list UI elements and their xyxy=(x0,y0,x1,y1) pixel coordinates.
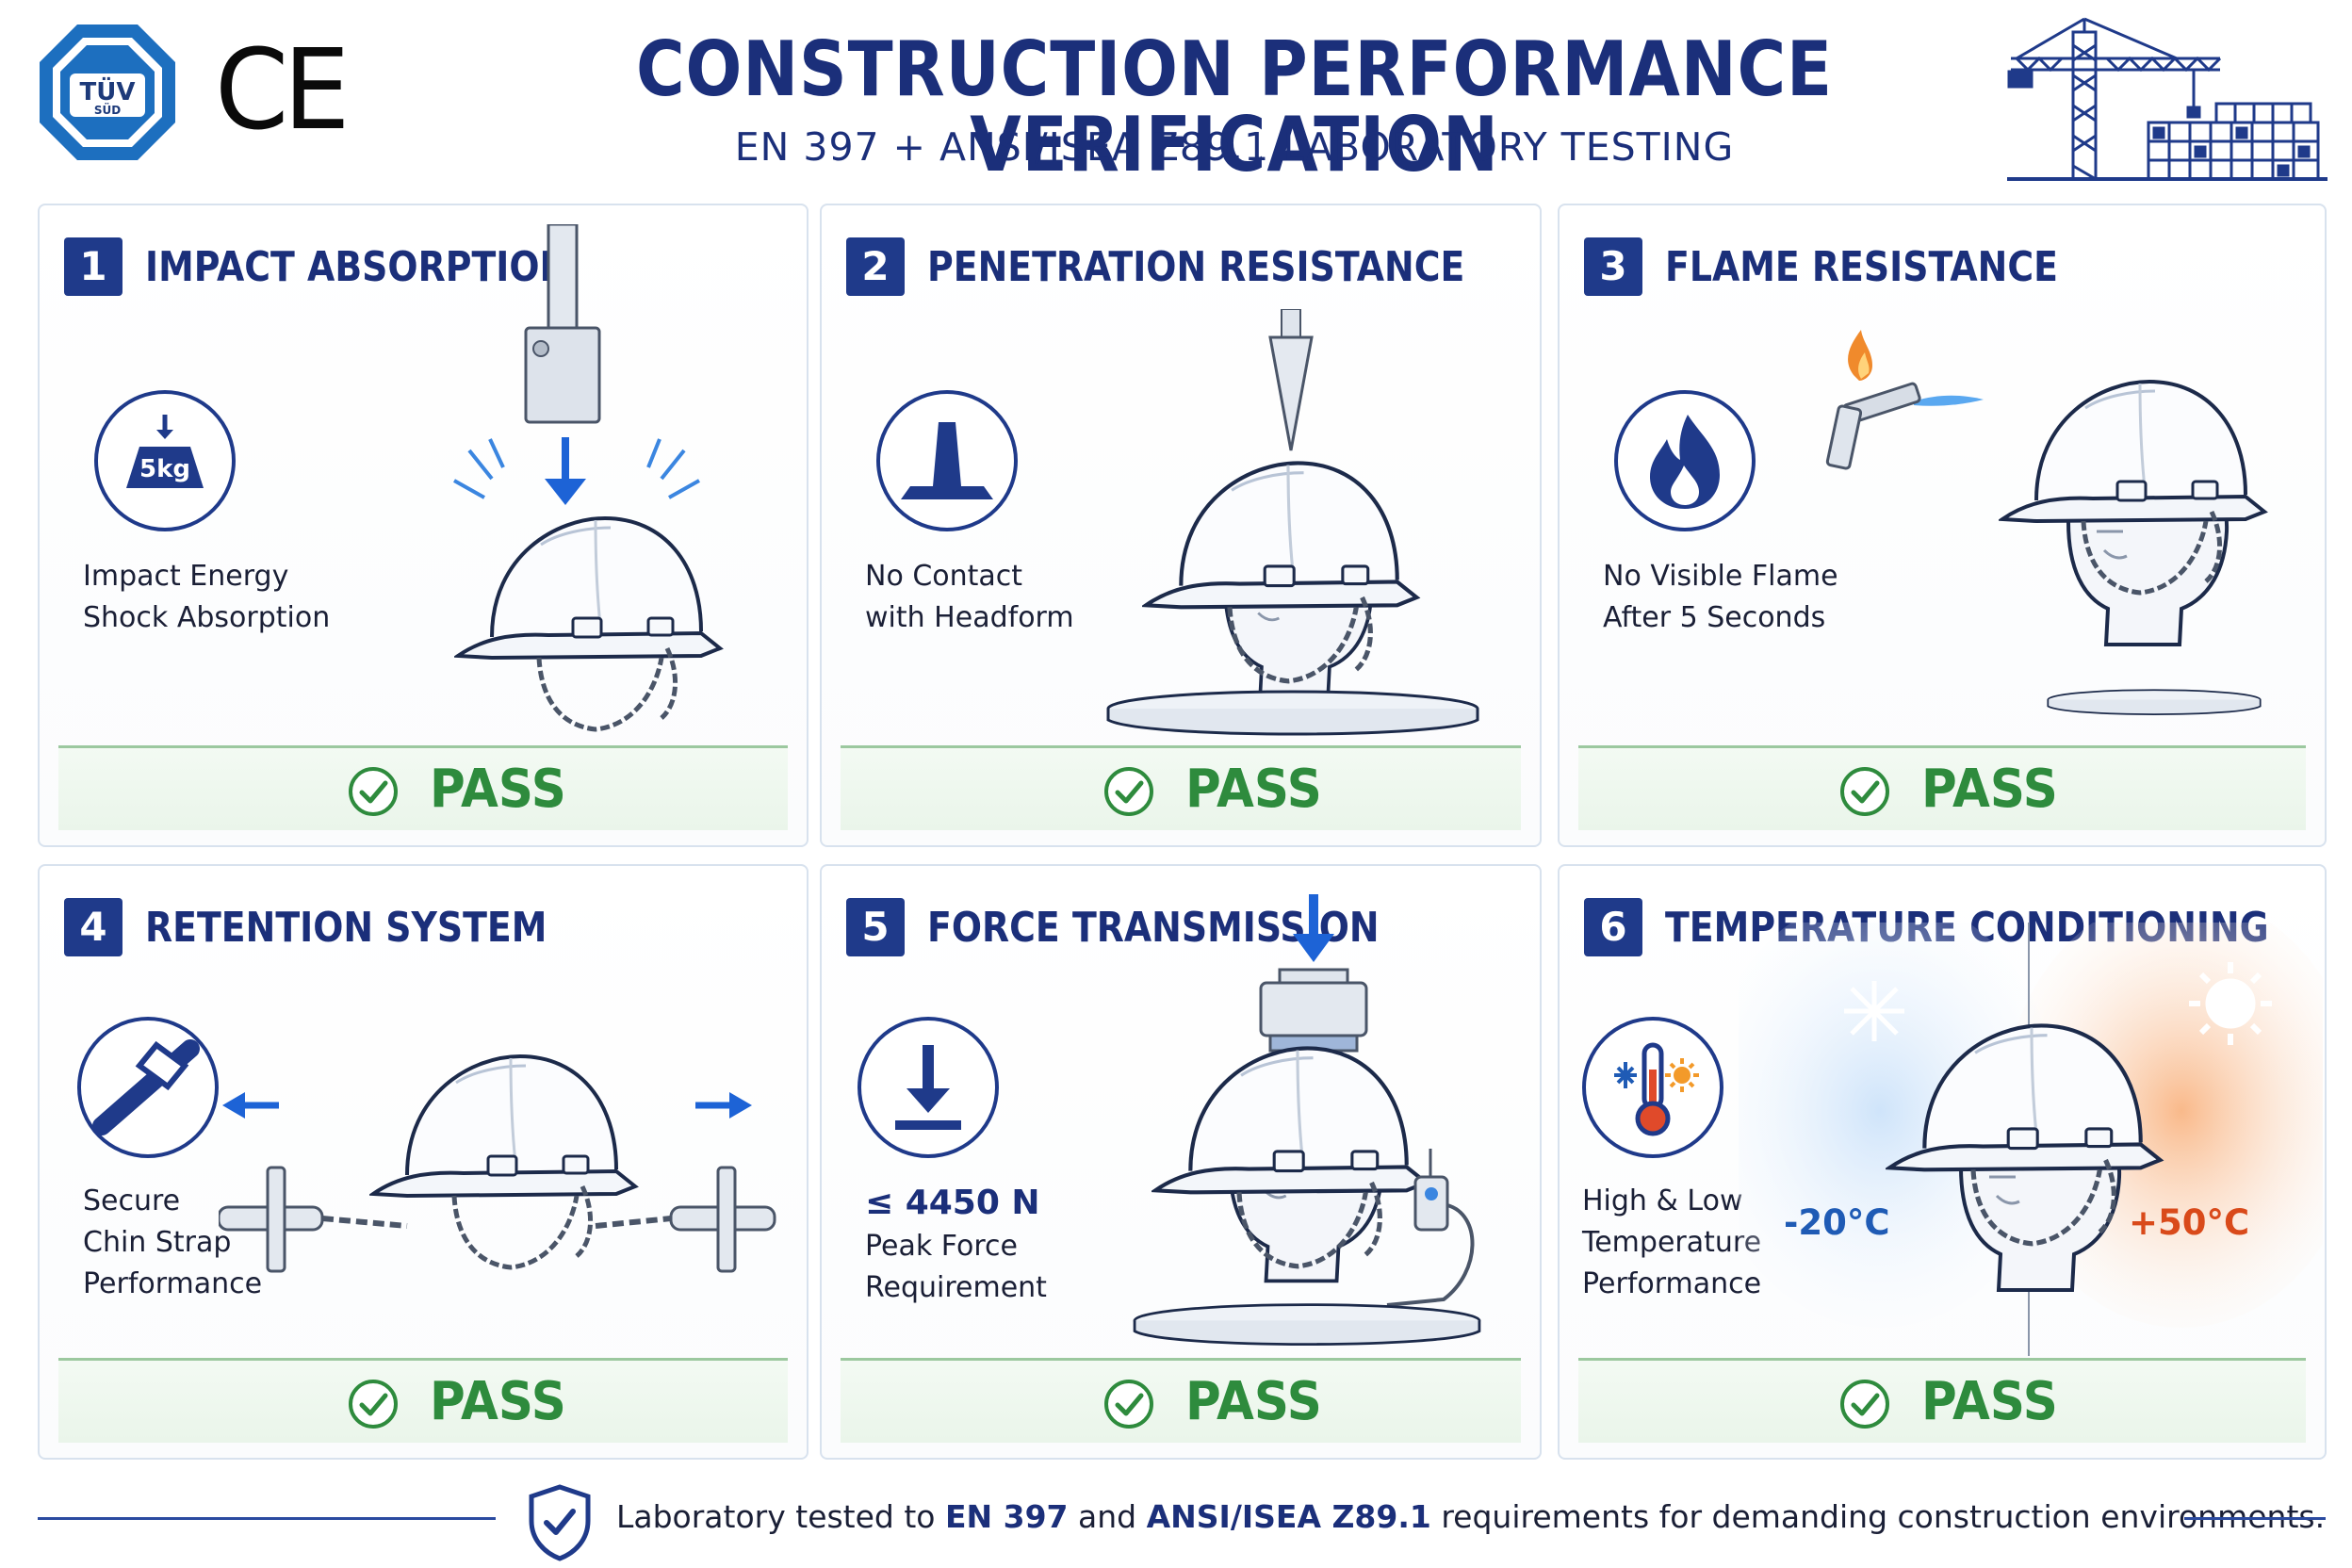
caption-line: with Headform xyxy=(865,601,1074,634)
pass-label: PASS xyxy=(430,1371,566,1432)
panel-number: 1 xyxy=(64,237,122,296)
footer-divider xyxy=(2184,1517,2326,1520)
downward-force-icon xyxy=(858,1017,999,1158)
tuv-logo-subtext: SÜD xyxy=(94,103,121,117)
panel-caption: Impact Energy Shock Absorption xyxy=(83,556,330,639)
panel-caption: High & Low Temperature Performance xyxy=(1582,1181,1761,1305)
tuv-sud-logo: TÜV SÜD xyxy=(40,24,175,160)
cold-temperature-label: -20°C xyxy=(1784,1202,1890,1243)
tuv-logo-text: TÜV xyxy=(80,75,136,106)
pass-label: PASS xyxy=(430,759,566,820)
pass-result-bar: PASS xyxy=(841,1358,1521,1443)
footer-text: Laboratory tested to xyxy=(616,1498,945,1535)
hot-temperature-label: +50°C xyxy=(2129,1202,2250,1243)
impact-test-illustration xyxy=(453,224,775,733)
page-title: CONSTRUCTION PERFORMANCE VERIFICATION xyxy=(635,25,1834,188)
caption-line: After 5 Seconds xyxy=(1603,601,1826,634)
caption-line: Performance xyxy=(83,1267,263,1300)
footer-text: requirements for demanding construction … xyxy=(1430,1498,2326,1535)
check-circle-icon xyxy=(1102,1378,1155,1430)
caption-line: Peak Force xyxy=(865,1230,1018,1263)
page-footer: Laboratory tested to EN 397 and ANSI/ISE… xyxy=(0,1470,2352,1568)
test-panel-force-transmission: 5 FORCE TRANSMISSION ≤ 4450 N Peak Force… xyxy=(820,864,1542,1460)
panel-title: PENETRATION RESISTANCE xyxy=(927,243,1465,291)
check-circle-icon xyxy=(347,765,400,818)
pass-result-bar: PASS xyxy=(58,745,788,830)
panel-number: 6 xyxy=(1584,898,1642,956)
caption-line: Chin Strap xyxy=(83,1226,232,1259)
weight-drop-icon: 5kg xyxy=(94,390,236,531)
pass-label: PASS xyxy=(1921,759,2058,820)
check-circle-icon xyxy=(1838,765,1891,818)
test-panel-impact-absorption: 1 IMPACT ABSORPTION 5kg Impact Energy Sh… xyxy=(38,204,808,847)
flame-test-illustration xyxy=(1825,330,2313,716)
standard-en397: EN 397 xyxy=(944,1498,1069,1535)
pass-result-bar: PASS xyxy=(1578,1358,2306,1443)
test-panel-penetration-resistance: 2 PENETRATION RESISTANCE No Contact with… xyxy=(820,204,1542,847)
caption-line: Impact Energy xyxy=(83,560,289,593)
test-panel-flame-resistance: 3 FLAME RESISTANCE No Visible Flame Afte… xyxy=(1558,204,2327,847)
footer-text: and xyxy=(1068,1498,1147,1535)
page-header: TÜV SÜD CE CONSTRUCTION PERFORMANCE VERI… xyxy=(0,0,2352,198)
pass-result-bar: PASS xyxy=(841,745,1521,830)
chin-strap-buckle-icon xyxy=(77,1017,219,1158)
panel-number: 2 xyxy=(846,237,905,296)
panel-caption: No Visible Flame After 5 Seconds xyxy=(1603,556,1838,639)
caption-line: No Contact xyxy=(865,560,1023,593)
caption-line: Temperature xyxy=(1582,1226,1762,1259)
check-circle-icon xyxy=(1102,765,1155,818)
panel-number: 4 xyxy=(64,898,122,956)
shield-check-icon xyxy=(529,1484,591,1561)
test-panel-temperature-conditioning: 6 TEMPERATURE CONDITIONING High & Low Te… xyxy=(1558,864,2327,1460)
thermometer-icon xyxy=(1582,1017,1723,1158)
weight-label: 5kg xyxy=(139,455,190,483)
force-transmission-illustration xyxy=(1133,894,1481,1347)
test-panel-retention-system: 4 RETENTION SYSTEM Secure Chin Strap Per… xyxy=(38,864,808,1460)
pass-result-bar: PASS xyxy=(58,1358,788,1443)
pass-label: PASS xyxy=(1185,1371,1322,1432)
temperature-test-illustration xyxy=(1739,923,2323,1356)
panel-caption: No Contact with Headform xyxy=(865,556,1074,639)
standard-ansi-isea: ANSI/ISEA Z89.1 xyxy=(1146,1498,1431,1535)
pass-label: PASS xyxy=(1185,759,1322,820)
cone-striker-icon xyxy=(876,390,1018,531)
panel-number: 5 xyxy=(846,898,905,956)
construction-crane-icon xyxy=(2007,17,2328,181)
caption-line: High & Low xyxy=(1582,1184,1743,1217)
caption-line: Requirement xyxy=(865,1271,1047,1304)
panel-number: 3 xyxy=(1584,237,1642,296)
flame-icon xyxy=(1614,390,1756,531)
panel-caption: ≤ 4450 N Peak Force Requirement xyxy=(865,1181,1047,1309)
footer-divider xyxy=(38,1517,496,1520)
retention-test-illustration xyxy=(219,1026,776,1273)
caption-line: Shock Absorption xyxy=(83,601,331,634)
check-circle-icon xyxy=(1838,1378,1891,1430)
caption-line: No Visible Flame xyxy=(1603,560,1838,593)
panel-title: IMPACT ABSORPTION xyxy=(145,243,570,291)
penetration-test-illustration xyxy=(1106,309,1479,736)
check-circle-icon xyxy=(347,1378,400,1430)
caption-line: Performance xyxy=(1582,1267,1762,1300)
peak-force-value: ≤ 4450 N xyxy=(865,1184,1040,1222)
panel-caption: Secure Chin Strap Performance xyxy=(83,1181,262,1305)
ce-mark: CE xyxy=(215,24,350,155)
panel-title: FLAME RESISTANCE xyxy=(1665,243,2058,291)
page-subtitle: EN 397 + ANSI/ISEA Z89.1 LABORATORY TEST… xyxy=(734,124,1735,170)
pass-result-bar: PASS xyxy=(1578,745,2306,830)
pass-label: PASS xyxy=(1921,1371,2058,1432)
footer-statement: Laboratory tested to EN 397 and ANSI/ISE… xyxy=(616,1496,2325,1538)
panel-title: RETENTION SYSTEM xyxy=(145,904,547,952)
caption-line: Secure xyxy=(83,1184,181,1217)
